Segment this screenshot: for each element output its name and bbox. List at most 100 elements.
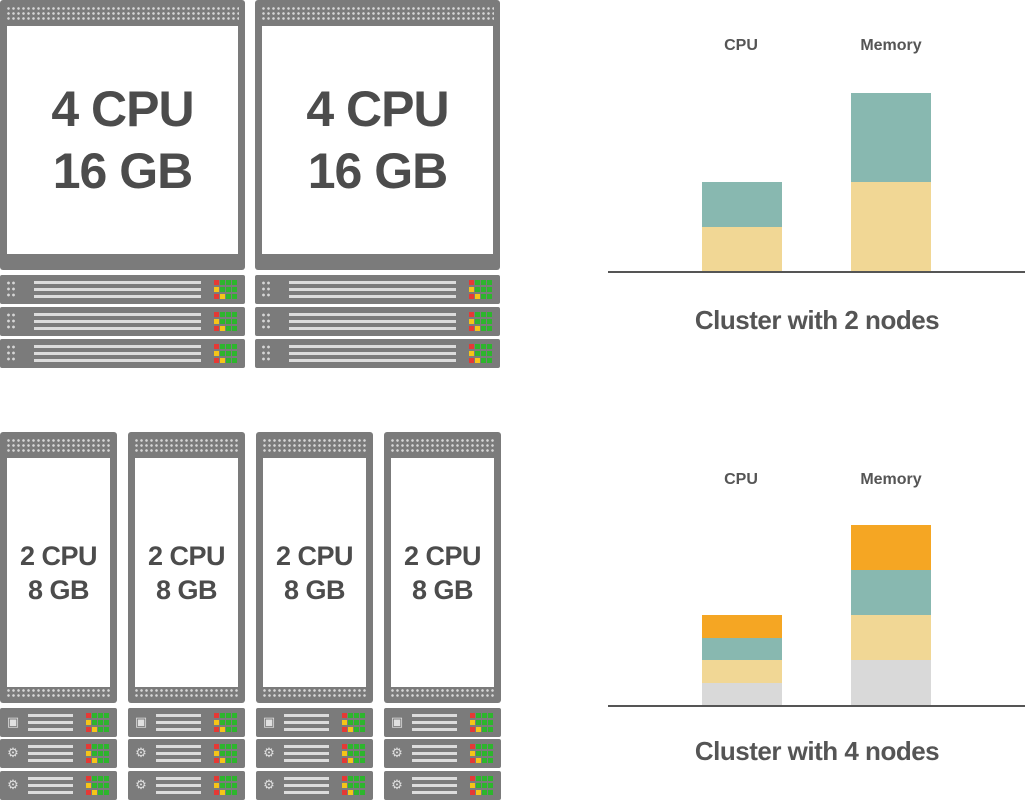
led xyxy=(214,358,219,363)
node-cpu-label: 4 CPU xyxy=(51,81,194,137)
led xyxy=(220,758,225,763)
rack-unit: ▣ xyxy=(256,708,373,737)
cog-icon: ⚙ xyxy=(135,745,147,760)
led xyxy=(469,280,474,285)
led xyxy=(220,727,225,732)
led xyxy=(470,783,475,788)
led xyxy=(481,294,486,299)
led xyxy=(214,351,219,356)
drive-slots xyxy=(28,777,73,794)
led xyxy=(342,790,347,795)
led xyxy=(226,727,231,732)
led xyxy=(342,713,347,718)
rack-unit: ⚙ xyxy=(256,771,373,800)
led xyxy=(92,783,97,788)
status-leds-icon xyxy=(86,776,110,796)
status-leds-icon xyxy=(214,713,238,733)
led xyxy=(476,776,481,781)
led xyxy=(232,776,237,781)
led xyxy=(226,751,231,756)
led xyxy=(232,319,237,324)
led xyxy=(220,776,225,781)
led xyxy=(104,744,109,749)
grip-icon xyxy=(6,280,16,298)
led xyxy=(475,287,480,292)
led xyxy=(469,294,474,299)
rack-unit xyxy=(255,275,500,304)
led xyxy=(92,720,97,725)
cluster-title-top: Cluster with 2 nodes xyxy=(694,305,940,335)
led xyxy=(482,758,487,763)
led xyxy=(214,713,219,718)
led xyxy=(475,326,480,331)
led xyxy=(348,744,353,749)
led xyxy=(348,776,353,781)
led xyxy=(98,790,103,795)
led xyxy=(104,776,109,781)
led xyxy=(98,758,103,763)
led xyxy=(86,776,91,781)
led xyxy=(488,776,493,781)
led xyxy=(487,326,492,331)
led xyxy=(487,294,492,299)
led xyxy=(342,758,347,763)
led xyxy=(354,790,359,795)
led xyxy=(92,758,97,763)
drive-slots xyxy=(28,745,73,762)
led xyxy=(481,312,486,317)
led xyxy=(360,720,365,725)
led xyxy=(232,758,237,763)
bar-segment xyxy=(851,93,931,182)
led xyxy=(360,751,365,756)
drive-slots xyxy=(284,777,329,794)
vent-grille xyxy=(390,688,495,698)
led xyxy=(92,790,97,795)
led xyxy=(220,790,225,795)
drive-slots xyxy=(289,281,456,298)
led xyxy=(475,294,480,299)
led xyxy=(475,358,480,363)
led xyxy=(232,312,237,317)
led xyxy=(488,727,493,732)
led xyxy=(104,758,109,763)
rack-unit: ⚙ xyxy=(384,771,501,800)
led xyxy=(232,358,237,363)
node-cpu-label: 2 CPU xyxy=(147,540,226,571)
led xyxy=(488,720,493,725)
led xyxy=(232,344,237,349)
led xyxy=(220,294,225,299)
node-memory-label: 8 GB xyxy=(283,574,346,605)
led xyxy=(214,312,219,317)
led xyxy=(98,776,103,781)
led xyxy=(214,280,219,285)
status-leds-icon xyxy=(342,776,366,796)
drive-slots xyxy=(34,313,201,330)
drive-slots xyxy=(156,745,201,762)
led xyxy=(475,312,480,317)
led xyxy=(214,758,219,763)
drive-slots xyxy=(156,714,201,731)
drive-slots xyxy=(34,345,201,362)
led xyxy=(488,713,493,718)
led xyxy=(214,720,219,725)
led xyxy=(232,790,237,795)
grip-icon xyxy=(6,344,16,362)
led xyxy=(475,351,480,356)
led xyxy=(470,713,475,718)
node-cpu-label: 2 CPU xyxy=(275,540,354,571)
led xyxy=(232,727,237,732)
chart-baseline xyxy=(608,705,1025,707)
drive-slots xyxy=(289,345,456,362)
status-leds-icon xyxy=(342,713,366,733)
led xyxy=(360,776,365,781)
vent-grille xyxy=(262,688,367,698)
led xyxy=(226,326,231,331)
led xyxy=(226,776,231,781)
led xyxy=(348,751,353,756)
cog-icon: ⚙ xyxy=(263,745,275,760)
